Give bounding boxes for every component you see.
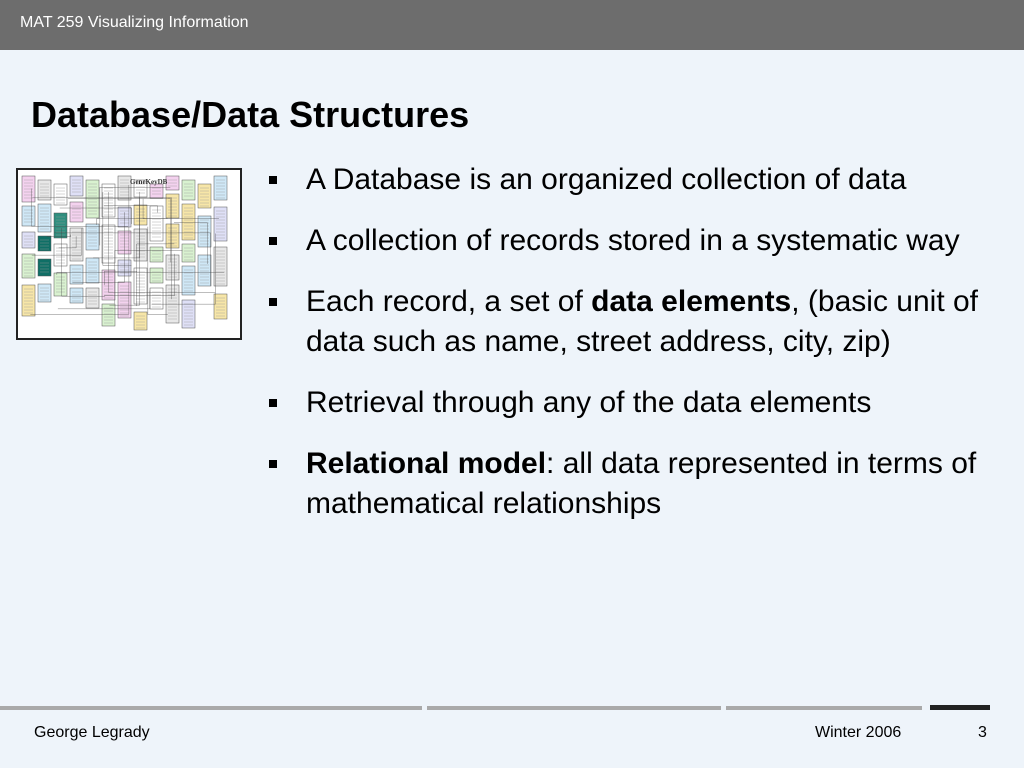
schema-connector-line [96, 218, 219, 225]
schema-connector-line [151, 233, 216, 305]
bullet-text-after: , (basic unit of data such as name, stre… [306, 285, 979, 358]
schema-table-box [213, 206, 228, 242]
schema-connector-line [99, 187, 171, 246]
schema-connector-line [72, 212, 125, 283]
schema-table-box [133, 179, 148, 198]
schema-connector-line [108, 192, 216, 293]
schema-connector-line [68, 198, 171, 263]
schema-table-box [197, 254, 212, 287]
schema-table-box [149, 246, 164, 263]
schema-table-box [53, 272, 68, 297]
bullet-square-icon [269, 298, 277, 306]
schema-table-box [21, 284, 36, 317]
footer-rule-segment [726, 706, 922, 710]
schema-table-box [149, 205, 164, 242]
schema-table-box [181, 265, 196, 296]
bullet-text: A collection of records stored in a syst… [306, 224, 960, 257]
schema-connector-line [173, 222, 208, 264]
schema-connector-line [54, 232, 211, 286]
schema-table-box [69, 227, 84, 262]
database-schema-figure: GeneKeyDB [16, 168, 242, 340]
schema-connector-line [32, 197, 172, 300]
schema-table-box [213, 175, 228, 201]
database-schema-diagram-icon: GeneKeyDB [18, 170, 240, 338]
schema-table-box [165, 193, 180, 219]
footer-rule-accent [930, 705, 990, 710]
schema-table-box [53, 183, 68, 206]
schema-table-box [197, 215, 212, 248]
schema-connector-line [58, 236, 77, 249]
schema-connector-line [61, 228, 106, 297]
schema-table-box [133, 311, 148, 331]
schema-table-box [149, 267, 164, 284]
schema-connector-line [114, 250, 183, 304]
bullet-bold-text: data elements [591, 285, 792, 318]
schema-table-box [53, 212, 68, 239]
bullet-square-icon [269, 399, 277, 407]
footer-term: Winter 2006 [815, 724, 902, 741]
schema-table-box [37, 283, 52, 303]
slide-title: Database/Data Structures [31, 94, 470, 135]
schema-table-box [181, 243, 196, 263]
schema-table-box [213, 246, 228, 287]
bullet-item: A collection of records stored in a syst… [266, 221, 996, 261]
schema-connector-line [147, 226, 168, 315]
schema-table-box [69, 264, 84, 285]
schema-connector-line [104, 253, 175, 296]
schema-table-box [181, 203, 196, 241]
schema-connector-line [56, 272, 225, 275]
schema-table-box [213, 293, 228, 320]
schema-caption: GeneKeyDB [130, 178, 168, 186]
schema-table-box [37, 235, 52, 252]
schema-connector-line [31, 188, 128, 227]
bullet-text: Each record, a set of [306, 285, 592, 318]
schema-table-box [165, 223, 180, 249]
schema-table-box [149, 287, 164, 310]
schema-table-box [21, 253, 36, 279]
schema-table-box [85, 257, 100, 284]
bullet-square-icon [269, 237, 277, 245]
footer-author: George Legrady [34, 724, 150, 741]
schema-connector-line [142, 198, 168, 219]
bullet-item: A Database is an organized collection of… [266, 160, 996, 200]
bullet-item: Retrieval through any of the data elemen… [266, 383, 996, 423]
bullet-square-icon [269, 176, 277, 184]
schema-connector-line [57, 290, 151, 310]
footer-page-number: 3 [978, 724, 987, 741]
bullet-text-after: : all data represented in terms of mathe… [306, 447, 977, 520]
footer-rule-segment [427, 706, 721, 710]
schema-table-box [165, 254, 180, 281]
schema-connector-line [46, 234, 71, 237]
course-label: MAT 259 Visualizing Information [20, 14, 249, 31]
slide-header: MAT 259 Visualizing Information [0, 0, 1024, 50]
schema-connector-line [31, 228, 82, 256]
schema-table-box [117, 175, 132, 201]
schema-connector-line [93, 197, 140, 259]
schema-connector-line [104, 271, 137, 286]
bullet-item: Relational model: all data represented i… [266, 444, 996, 524]
schema-table-box [37, 258, 52, 277]
schema-connector-line [109, 191, 140, 306]
bullet-item: Each record, a set of data elements, (ba… [266, 282, 996, 362]
bullet-square-icon [269, 460, 277, 468]
schema-table-box [133, 267, 148, 305]
bullet-bold-text: Relational model [306, 447, 547, 480]
schema-table-box [101, 303, 116, 327]
bullet-text: Retrieval through any of the data elemen… [306, 386, 872, 419]
schema-table-box [21, 231, 36, 249]
bullet-text: A Database is an organized collection of… [306, 163, 907, 196]
schema-connector-line [30, 184, 130, 315]
schema-table-box [197, 183, 212, 209]
schema-connector-line [102, 192, 132, 266]
schema-connector-line [136, 243, 175, 307]
schema-table-box [69, 287, 84, 304]
schema-connector-line [103, 205, 158, 213]
footer-rule-segment [0, 706, 422, 710]
bullet-list: A Database is an organized collection of… [266, 160, 996, 545]
